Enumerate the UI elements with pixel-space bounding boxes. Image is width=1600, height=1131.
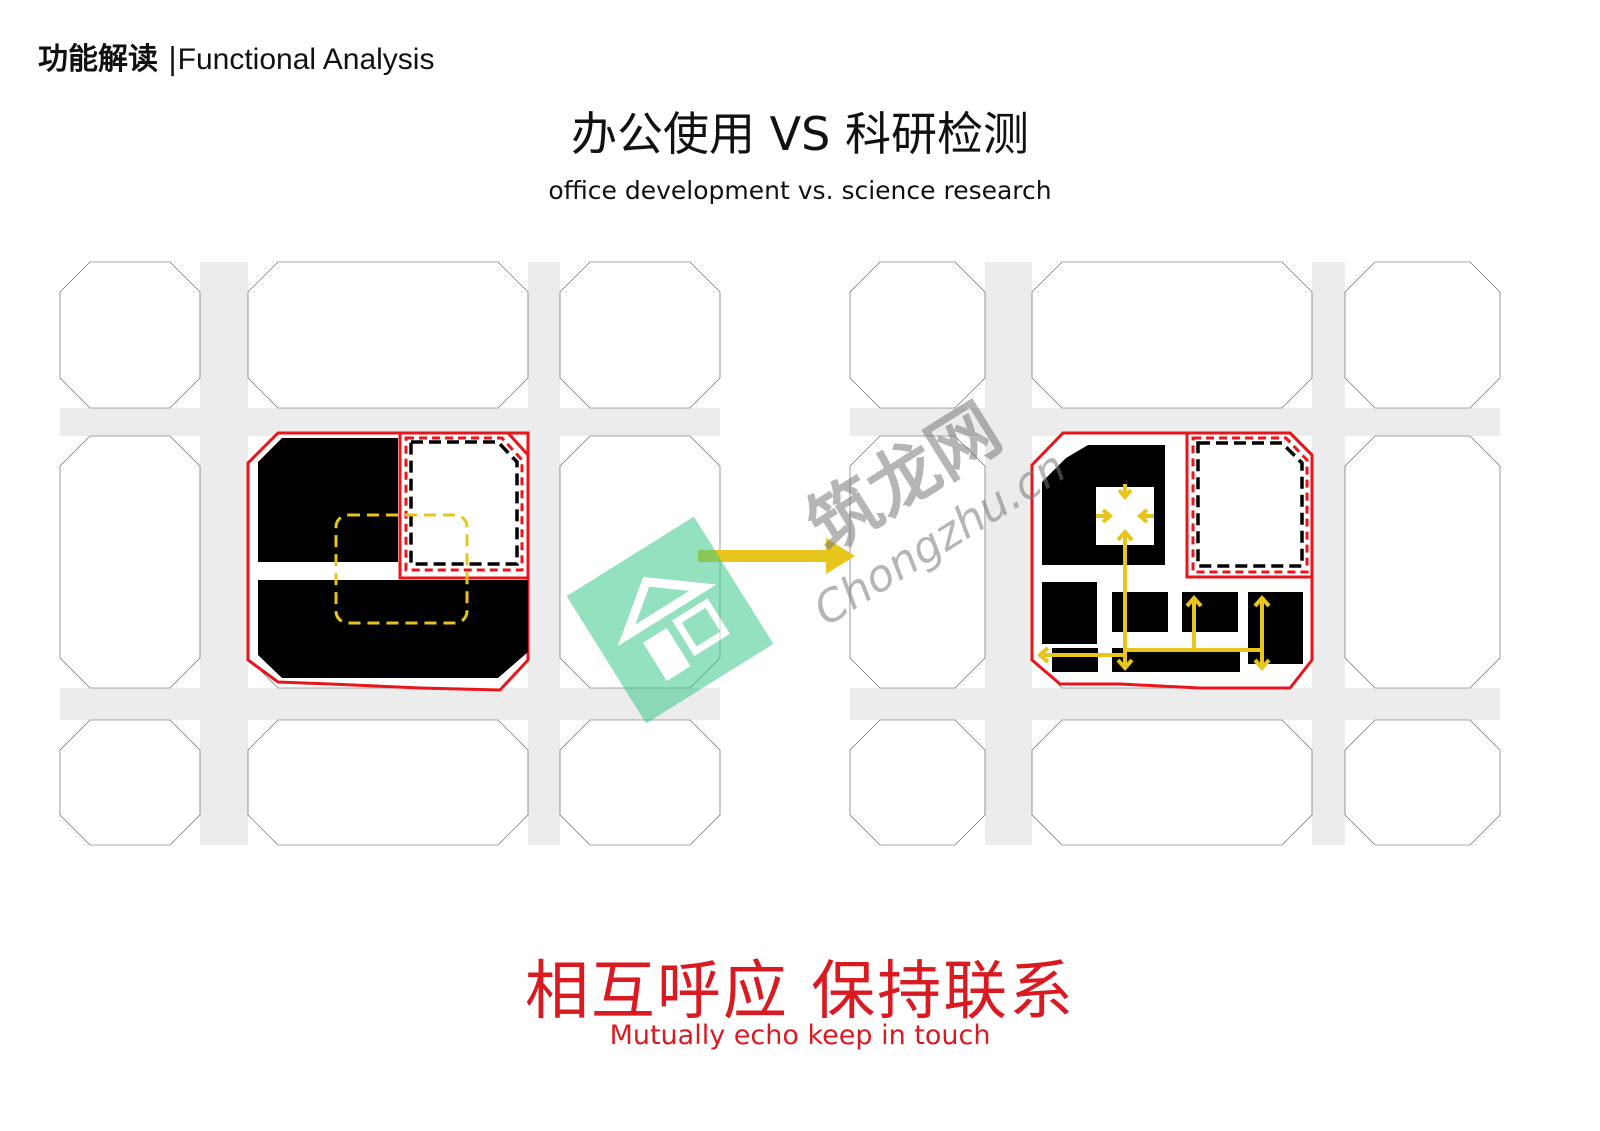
header-cn: 功能解读 — [38, 42, 158, 77]
transition-arrow — [698, 538, 855, 574]
subtitle: office development vs. science research — [548, 176, 1052, 205]
city-block — [1344, 435, 1501, 689]
city-block — [59, 719, 201, 846]
left-site-plan — [246, 431, 530, 692]
research-zone-red — [1185, 431, 1314, 579]
connection-arrows — [1036, 484, 1271, 672]
main-title: 办公使用 VS 科研检测 — [571, 107, 1029, 161]
city-block — [1031, 261, 1313, 409]
road — [1312, 262, 1345, 845]
house-logo-icon — [566, 516, 774, 724]
city-block — [849, 435, 986, 689]
research-zone-dashed — [404, 436, 524, 572]
slogan-en: Mutually echo keep in touch — [609, 1020, 991, 1051]
road — [850, 688, 1500, 720]
header-en: Functional Analysis — [177, 43, 435, 76]
city-block — [1031, 719, 1313, 846]
header-separator: | — [167, 42, 178, 77]
road — [985, 262, 1032, 845]
city-block — [59, 261, 201, 409]
research-zone-black — [409, 440, 519, 566]
road — [528, 262, 560, 845]
right-site-plan — [1030, 431, 1314, 690]
research-zone-black — [1196, 441, 1304, 568]
building-office — [258, 438, 398, 562]
research-zone-dashed — [1191, 436, 1309, 574]
city-block — [247, 719, 529, 846]
city-block — [1344, 261, 1501, 409]
road — [200, 262, 248, 845]
research-zone-red — [398, 431, 530, 580]
city-block — [849, 719, 986, 846]
city-block — [247, 261, 529, 409]
road — [850, 408, 1500, 436]
city-block — [559, 719, 721, 846]
slogan: 相互呼应 保持联系 — [524, 955, 1076, 1029]
building-office-lower — [258, 580, 528, 678]
road — [60, 688, 720, 720]
city-block — [559, 261, 721, 409]
city-block — [59, 435, 201, 689]
road — [60, 408, 720, 436]
page-header: 功能解读 |Functional Analysis — [38, 34, 434, 78]
city-block — [1344, 719, 1501, 846]
city-block — [849, 261, 986, 409]
